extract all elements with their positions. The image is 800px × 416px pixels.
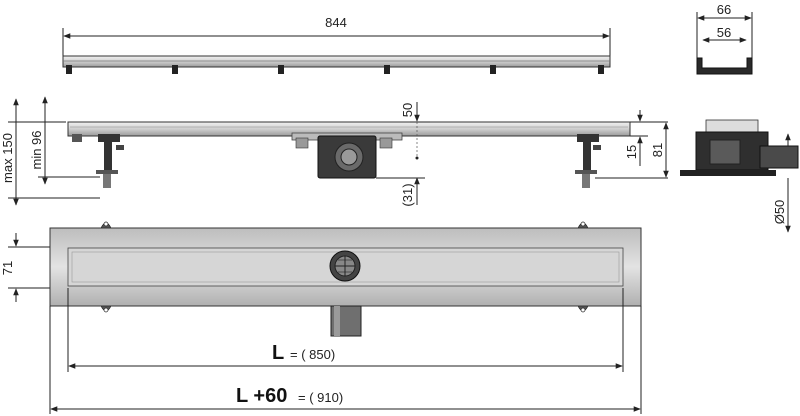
length-label: 844 bbox=[325, 15, 347, 30]
outlet-offset-label: (31) bbox=[400, 183, 415, 206]
min-height-label: min 96 bbox=[29, 130, 44, 169]
width-71-label: 71 bbox=[0, 261, 15, 275]
mounting-lugs bbox=[100, 221, 589, 313]
outer-width-label: 66 bbox=[717, 2, 731, 17]
max-height-label: max 150 bbox=[0, 133, 15, 183]
L60-value: = ( 910) bbox=[298, 390, 343, 405]
outlet-diameter-label: Ø50 bbox=[772, 200, 787, 225]
side-view: max 150 min 96 bbox=[0, 96, 669, 207]
inner-width-label: 56 bbox=[717, 25, 731, 40]
end-view: 66 56 bbox=[696, 2, 753, 75]
channel-feet bbox=[66, 65, 604, 74]
total-81-label: 81 bbox=[650, 143, 665, 157]
outlet-siphon bbox=[291, 132, 403, 179]
outlet-grid-icon bbox=[329, 250, 361, 282]
channel-profile bbox=[696, 57, 753, 75]
L60-label: L +60 bbox=[236, 385, 287, 407]
left-adjustable-foot bbox=[72, 134, 124, 188]
L-value: = ( 850) bbox=[290, 347, 335, 362]
channel-top-body bbox=[62, 55, 611, 68]
top-view: 844 bbox=[62, 15, 611, 74]
L-label: L bbox=[272, 342, 284, 364]
right-adjustable-foot bbox=[575, 134, 601, 188]
plan-view: 71 L = ( 850) bbox=[0, 221, 642, 414]
offset-15-label: 15 bbox=[624, 145, 639, 159]
grate-height-label: 50 bbox=[400, 103, 415, 117]
section-view: Ø50 bbox=[680, 119, 799, 233]
